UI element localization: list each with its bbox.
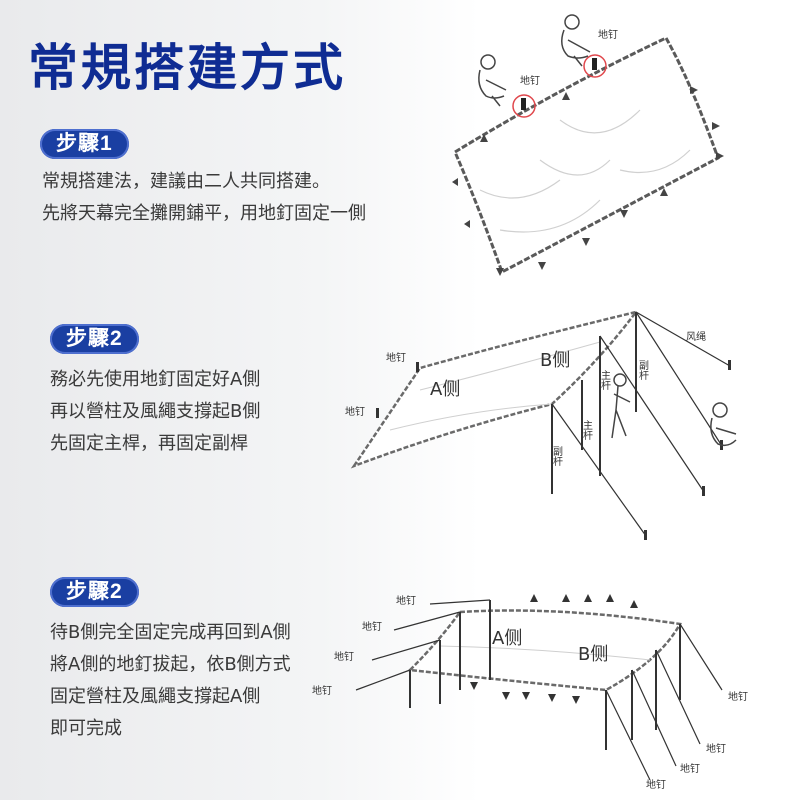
page-title: 常規搭建方式 (28, 39, 346, 97)
stake-label: 地钉 (312, 684, 332, 697)
person-icon (611, 373, 737, 447)
stake-label: 地钉 (646, 778, 666, 791)
step-3-badge: 步驟2 (50, 577, 139, 607)
step-2-line-1: 務必先使用地釘固定好A側 (50, 369, 261, 390)
stake-label: 地钉 (680, 762, 700, 775)
poles (409, 600, 681, 750)
side-a-label: A侧 (492, 628, 522, 649)
step-3-line-4: 即可完成 (50, 718, 122, 739)
stake-label: 地钉 (706, 742, 726, 755)
side-b-label: B侧 (578, 644, 608, 665)
step-3-line-1: 待B側完全固定完成再回到A側 (50, 622, 291, 643)
stake-arrows (452, 86, 724, 276)
step-2-line-3: 先固定主桿，再固定副桿 (50, 433, 248, 454)
step-1-text: 常規搭建法，建議由二人共同搭建。 先將天幕完全攤開鋪平，用地釘固定一側 (42, 166, 366, 230)
stake-label: 地钉 (345, 405, 365, 418)
sub-pole-label: 副杆 (637, 360, 649, 381)
step-3-line-3: 固定營柱及風繩支撐起A側 (50, 686, 261, 707)
up-arrows (530, 594, 638, 608)
stake-label: 地钉 (396, 594, 416, 607)
tarp-fully-raised (407, 609, 682, 692)
guy-ropes (551, 311, 731, 537)
guy-ropes (355, 599, 723, 781)
guy-rope-label: 风绳 (686, 330, 706, 343)
main-pole-label: 主杆 (599, 370, 611, 391)
main-pole-label: 主杆 (581, 420, 593, 441)
step-3-line-2: 將A側的地釘拔起，依B側方式 (50, 654, 291, 675)
step-2-text: 務必先使用地釘固定好A側 再以營柱及風繩支撐起B側 先固定主桿，再固定副桿 (50, 364, 260, 460)
stake-label: 地钉 (386, 351, 406, 364)
step-1-badge: 步驟1 (40, 129, 129, 159)
person-icon (478, 14, 591, 107)
stake-label: 地钉 (362, 620, 382, 633)
sub-pole-label: 副杆 (551, 446, 563, 467)
poles (551, 312, 637, 494)
stake-label: 地钉 (598, 28, 618, 41)
side-b-label: B侧 (540, 350, 570, 371)
down-arrows (470, 682, 580, 704)
stake-label: 地钉 (520, 74, 540, 87)
step-1-line-2: 先將天幕完全攤開鋪平，用地釘固定一側 (42, 203, 366, 224)
stake-label: 地钉 (728, 690, 748, 703)
stake-label: 地钉 (334, 650, 354, 663)
step-2-line-2: 再以營柱及風繩支撐起B側 (50, 401, 261, 422)
step-3-text: 待B側完全固定完成再回到A側 將A側的地釘拔起，依B側方式 固定營柱及風繩支撐起… (50, 617, 291, 745)
stake-highlights (512, 54, 607, 118)
tarp-b-raised (350, 309, 640, 469)
step-2-badge: 步驟2 (50, 324, 139, 354)
side-a-label: A侧 (430, 379, 460, 400)
step-1-line-1: 常規搭建法，建議由二人共同搭建。 (42, 171, 330, 192)
